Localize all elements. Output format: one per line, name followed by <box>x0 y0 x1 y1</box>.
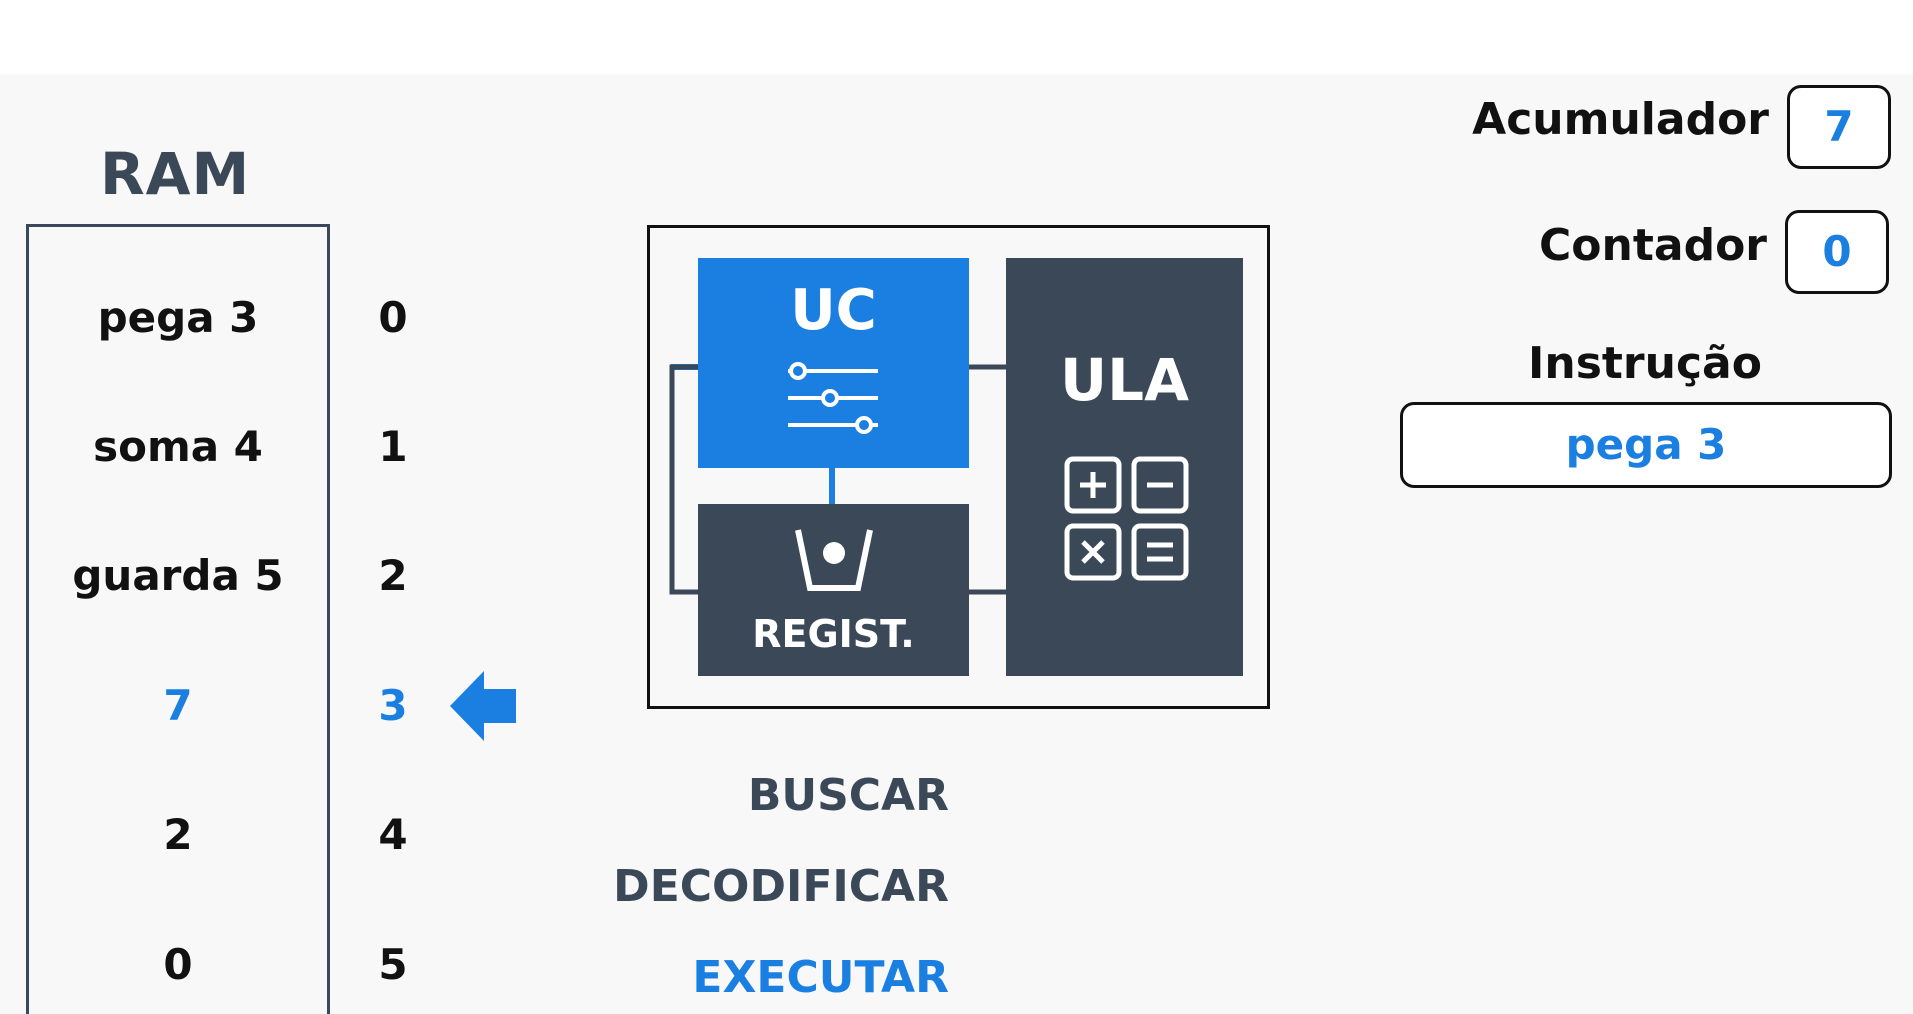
ram-address: 5 <box>378 940 408 989</box>
alu-label: ULA <box>1060 346 1189 414</box>
phase-fetch: BUSCAR <box>747 770 949 821</box>
ram-cell-value-highlighted: 7 <box>163 681 193 730</box>
control-unit: UC <box>698 258 969 468</box>
ram-address: 1 <box>378 422 408 471</box>
accumulator-value: 7 <box>1787 85 1891 169</box>
accumulator-label: Acumulador <box>1472 94 1769 145</box>
counter-label: Contador <box>1539 220 1767 271</box>
instruction-value: pega 3 <box>1400 402 1892 488</box>
ram-box <box>26 224 330 1014</box>
top-bar <box>0 0 1913 74</box>
ram-cell-value: 2 <box>163 810 193 859</box>
control-unit-label: UC <box>790 278 877 343</box>
register-label: REGIST. <box>752 612 915 656</box>
ram-cell-value: guarda 5 <box>72 551 284 600</box>
register-unit: REGIST. <box>698 504 969 676</box>
arrow-left-icon <box>450 671 516 741</box>
ram-address: 2 <box>378 551 408 600</box>
phase-execute: EXECUTAR <box>692 952 949 1003</box>
ram-address: 0 <box>378 293 408 342</box>
ram-cell-value: pega 3 <box>97 293 259 342</box>
counter-value: 0 <box>1785 210 1889 294</box>
ram-title: RAM <box>100 140 251 208</box>
ram-address-highlighted: 3 <box>378 681 408 730</box>
ram-cell-value: soma 4 <box>93 422 263 471</box>
instruction-label: Instrução <box>1528 338 1762 389</box>
phase-decode: DECODIFICAR <box>613 861 949 912</box>
sliders-icon <box>788 362 878 434</box>
calculator-icon <box>1064 456 1189 581</box>
ram-cell-value: 0 <box>163 940 193 989</box>
cpu-wires <box>669 364 1006 595</box>
alu-unit: ULA <box>1006 258 1243 676</box>
cup-icon <box>795 529 873 591</box>
ram-address: 4 <box>378 810 408 859</box>
